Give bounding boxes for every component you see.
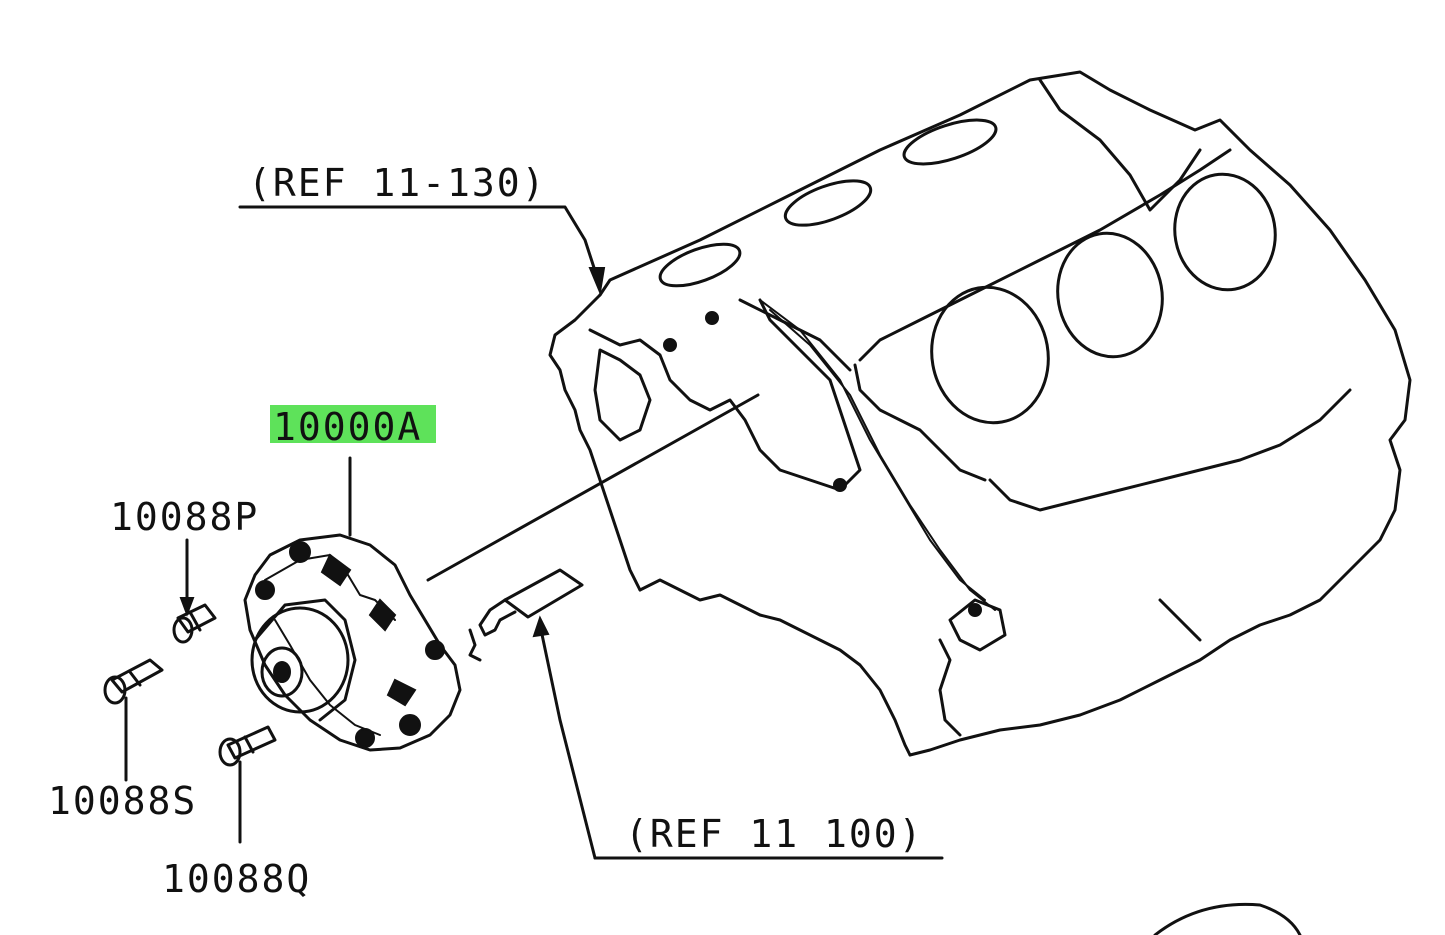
bolt-10088q (218, 725, 277, 767)
label-ref-top: (REF 11-130) (248, 161, 547, 205)
leader-lines (124, 205, 944, 860)
label-part-10000a[interactable]: 10000A (273, 405, 422, 449)
label-part-10088p[interactable]: 10088P (110, 495, 259, 539)
bolt-10088s (103, 658, 164, 705)
engine-block (548, 70, 1412, 757)
partial-circle-edge (1153, 902, 1302, 935)
water-pump (243, 533, 462, 752)
bolt-10088p (172, 603, 217, 644)
label-ref-bottom: (REF 11 100) (625, 812, 924, 856)
label-part-10088s[interactable]: 10088S (48, 779, 197, 823)
labels: (REF 11-130) 10000A 10088P 10088S 10088Q… (48, 161, 924, 901)
label-part-10088q[interactable]: 10088Q (162, 857, 311, 901)
part-highlight (270, 405, 436, 443)
gasket (468, 568, 584, 662)
